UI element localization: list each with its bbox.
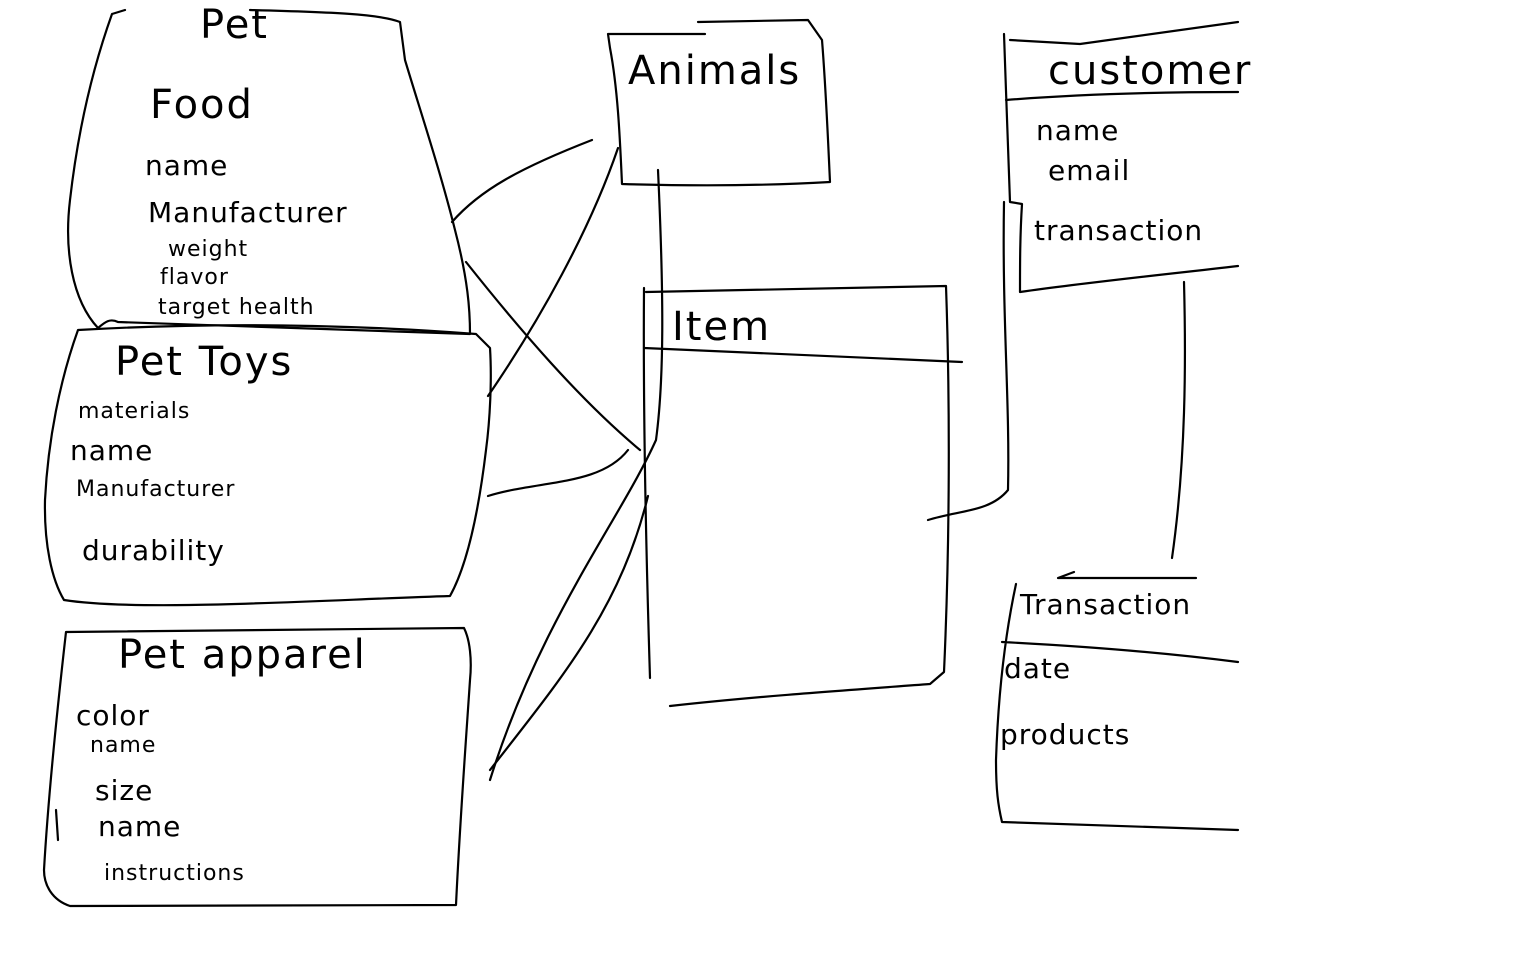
entity-customer: customer name email transaction <box>1002 20 1252 294</box>
pet-toys-outline <box>43 324 492 607</box>
pet-food-title-line2: Food <box>150 82 254 128</box>
connector-pettoys-animals <box>486 146 620 398</box>
entity-animals: Animals <box>606 18 832 187</box>
entity-pet-toys: Pet Toys materials name Manufacturer dur… <box>43 324 492 607</box>
pet-apparel-field: instructions <box>104 861 245 886</box>
transaction-title: Transaction <box>1019 588 1191 621</box>
item-outline <box>642 284 950 708</box>
connector-pettoys-item <box>486 448 630 498</box>
pet-apparel-margin-mark <box>54 808 60 842</box>
entity-item: Item <box>642 284 964 708</box>
pet-food-field: Manufacturer <box>148 196 348 229</box>
pet-food-field: flavor <box>160 265 229 290</box>
pet-food-title-line1: Pet <box>200 2 269 48</box>
transaction-outline <box>994 570 1240 832</box>
customer-field: transaction <box>1034 214 1203 247</box>
item-header-divider <box>642 346 964 364</box>
pet-food-field: name <box>145 149 228 182</box>
transaction-field: products <box>1000 718 1130 751</box>
connector-apparel-animals <box>488 168 664 782</box>
pet-apparel-field: name <box>90 733 156 758</box>
pet-toys-field: name <box>70 434 153 467</box>
pet-toys-field: Manufacturer <box>76 477 235 502</box>
pet-apparel-field: size <box>95 774 153 807</box>
pet-toys-field: durability <box>82 534 225 567</box>
pet-toys-field: materials <box>78 399 190 424</box>
animals-outline <box>606 18 832 187</box>
pet-toys-title: Pet Toys <box>115 339 293 385</box>
customer-field: name <box>1036 114 1119 147</box>
pet-food-field: target health <box>158 295 315 320</box>
entity-pet-food: Pet Food name Manufacturer weight flavor… <box>67 2 472 336</box>
connector-apparel-item <box>488 494 650 772</box>
connector-customer-transaction <box>1170 280 1187 560</box>
connector-petfood-animals <box>450 138 594 224</box>
item-title: Item <box>672 304 771 350</box>
customer-field: email <box>1048 154 1130 187</box>
connector-item-customer <box>926 200 1010 522</box>
pet-apparel-field: color <box>76 699 150 732</box>
pet-food-field: weight <box>168 237 248 262</box>
pet-food-outline <box>67 8 472 336</box>
customer-outline <box>1002 20 1240 294</box>
entity-transaction: Transaction date products <box>994 570 1240 832</box>
connectors <box>450 138 1187 782</box>
entity-pet-apparel: Pet apparel color name size name instruc… <box>42 626 472 908</box>
connector-petfood-item <box>464 260 642 452</box>
pet-apparel-field: name <box>98 810 181 843</box>
customer-title: customer <box>1048 48 1252 94</box>
transaction-field: date <box>1004 652 1071 685</box>
pet-apparel-title: Pet apparel <box>118 632 367 678</box>
pet-apparel-outline <box>42 626 472 908</box>
animals-title: Animals <box>628 48 801 94</box>
